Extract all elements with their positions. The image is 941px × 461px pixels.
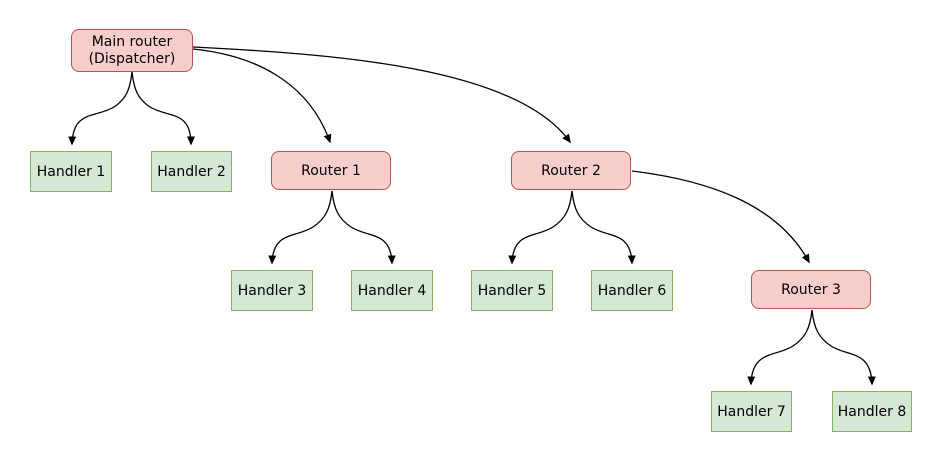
node-handler-2: Handler 2 <box>151 151 232 192</box>
edge-router-2-router-3 <box>631 170 810 264</box>
node-main-router-label-line1: Main router <box>91 33 173 50</box>
node-handler-8: Handler 8 <box>832 391 912 432</box>
node-router-2-label: Router 2 <box>541 162 601 179</box>
node-handler-6-label: Handler 6 <box>597 282 667 299</box>
node-handler-1-label: Handler 1 <box>36 163 106 180</box>
node-handler-6: Handler 6 <box>591 270 673 311</box>
edge-router-1-handler-4 <box>331 190 396 265</box>
edge-main-router-handler-1 <box>68 71 133 146</box>
node-main-router: Main router (Dispatcher) <box>71 29 193 72</box>
node-router-3: Router 3 <box>751 270 871 309</box>
edge-router-3-handler-8 <box>811 309 876 386</box>
node-handler-5-label: Handler 5 <box>477 282 547 299</box>
node-main-router-label-line2: (Dispatcher) <box>88 50 176 67</box>
node-handler-3: Handler 3 <box>231 270 313 311</box>
edge-router-2-handler-6 <box>571 190 636 265</box>
edge-router-3-handler-7 <box>747 309 813 386</box>
node-handler-3-label: Handler 3 <box>237 282 307 299</box>
node-router-3-label: Router 3 <box>781 281 841 298</box>
node-handler-7-label: Handler 7 <box>717 403 786 420</box>
edge-main-router-router-1 <box>192 48 332 144</box>
node-handler-2-label: Handler 2 <box>157 163 226 180</box>
node-handler-4-label: Handler 4 <box>357 282 427 299</box>
edge-router-1-handler-3 <box>268 190 333 265</box>
node-router-2: Router 2 <box>511 151 631 190</box>
node-router-1-label: Router 1 <box>301 162 361 179</box>
node-handler-8-label: Handler 8 <box>837 403 907 420</box>
node-handler-4: Handler 4 <box>351 270 433 311</box>
edge-main-router-handler-2 <box>131 71 195 146</box>
node-handler-5: Handler 5 <box>471 270 553 311</box>
node-handler-1: Handler 1 <box>30 151 112 192</box>
edge-main-router-router-2 <box>192 46 571 144</box>
node-handler-7: Handler 7 <box>711 391 792 432</box>
edge-router-2-handler-5 <box>508 190 573 265</box>
node-router-1: Router 1 <box>271 151 391 190</box>
